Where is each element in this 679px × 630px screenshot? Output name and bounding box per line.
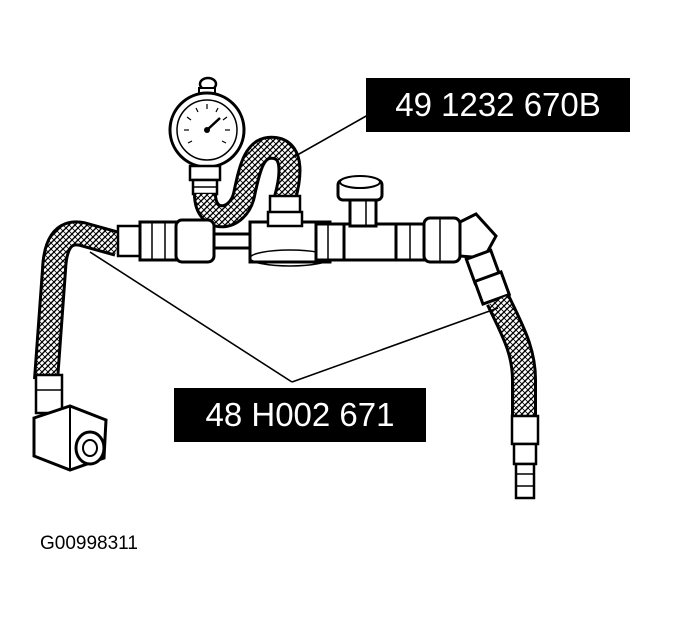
shutoff-valve-icon (336, 175, 398, 262)
figure-id-label: G00998311 (40, 533, 138, 554)
gauge-hose-icon (193, 135, 302, 229)
hose-assembly-icon (32, 175, 540, 500)
pressure-gauge-icon (168, 76, 246, 196)
leader-lines (89, 114, 499, 383)
gauge-part-number-label: 49 1232 670B (366, 78, 630, 132)
angled-fitting-icon (32, 404, 108, 472)
hose-part-number-label: 48 H002 671 (174, 388, 426, 442)
